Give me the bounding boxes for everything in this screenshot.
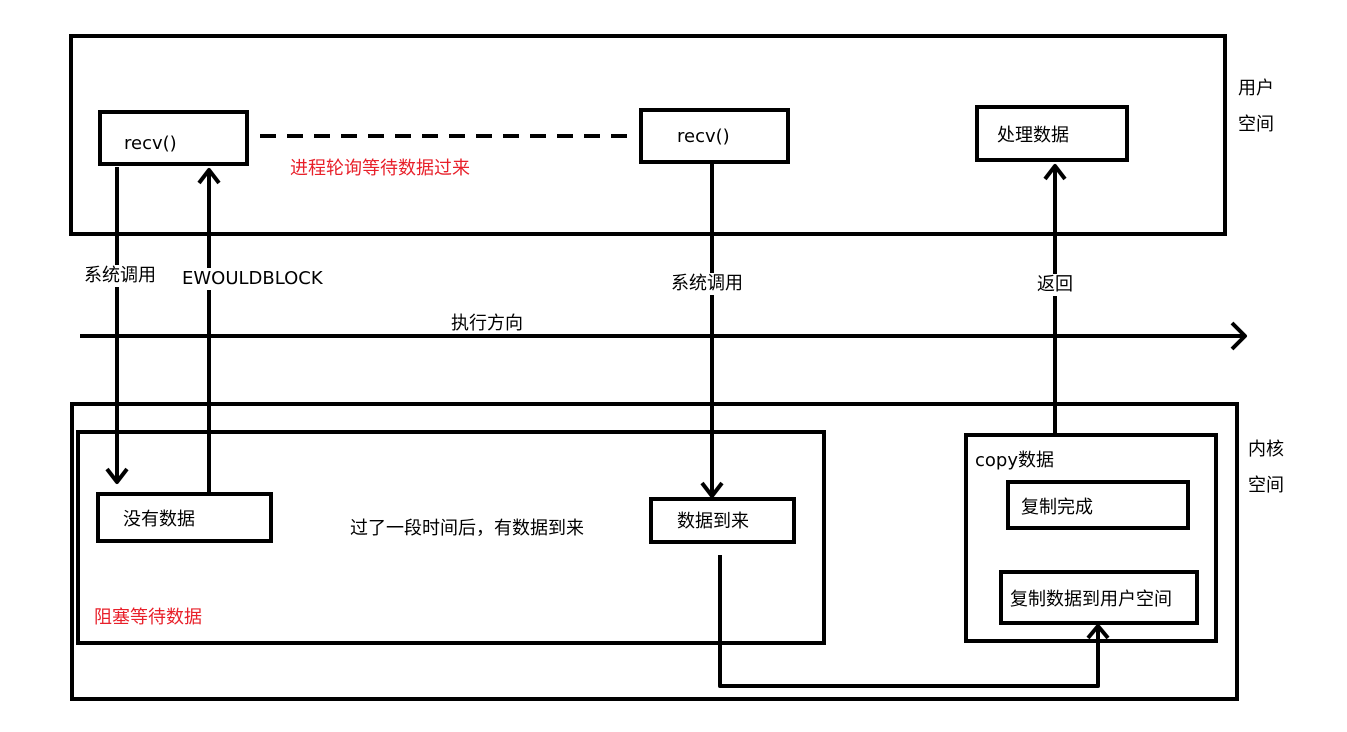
blocking-note: 阻塞等待数据 [94,607,202,628]
kernel-space-label-line2: 空间 [1248,475,1284,496]
kernel-space-frame [70,402,1239,701]
syscall-label-second: 系统调用 [669,273,745,295]
kernel-space-label-line1: 内核 [1248,439,1284,460]
recv-second-label: recv() [677,126,730,147]
recv-box-second [639,108,790,164]
recv-first-label: recv() [124,133,177,154]
blocking-wait-frame [76,430,826,645]
syscall-arrow-first-head [105,467,129,484]
copy-data-frame [964,433,1218,643]
execution-direction-label: 执行方向 [451,313,523,334]
copy-done-box [1006,480,1190,530]
return-arrow-head [1043,164,1067,181]
recv-box-first [98,110,249,166]
return-label: 返回 [1035,274,1075,296]
user-space-frame [69,34,1227,236]
execution-axis-arrowhead [1230,321,1247,351]
process-data-box [975,105,1129,162]
polling-note: 进程轮询等待数据过来 [290,158,470,179]
kernel-space-label: 内核 空间 [1248,432,1284,504]
user-space-label-line2: 空间 [1238,114,1274,135]
copy-to-user-label: 复制数据到用户空间 [1010,589,1172,610]
ewouldblock-label: EWOULDBLOCK [180,268,325,290]
copy-to-user-box [999,570,1199,625]
process-data-label: 处理数据 [997,125,1069,146]
no-data-box [96,492,273,543]
data-arrived-label: 数据到来 [677,511,749,532]
ewouldblock-arrow-head [197,168,221,185]
syscall-arrow-second-head [700,481,724,498]
copy-data-title: copy数据 [975,450,1054,471]
syscall-label-first: 系统调用 [82,265,158,287]
user-space-label: 用户 空间 [1238,71,1274,143]
data-to-copy-path [718,555,1100,688]
wait-note: 过了一段时间后，有数据到来 [350,518,584,539]
copy-done-label: 复制完成 [1021,497,1093,518]
user-space-label-line1: 用户 [1238,78,1274,99]
data-to-copy-head [1086,624,1110,640]
no-data-label: 没有数据 [123,509,195,530]
data-arrived-box [649,497,796,544]
